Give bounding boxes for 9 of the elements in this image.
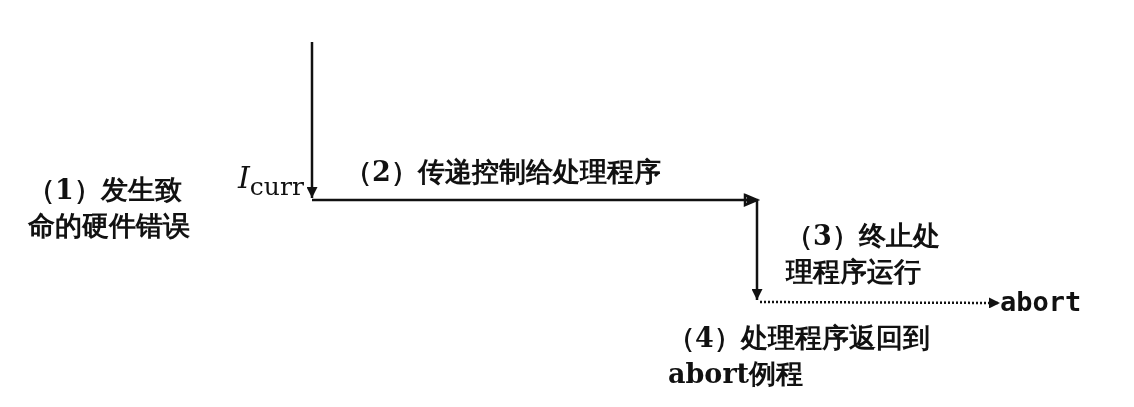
arrow: [306, 42, 318, 198]
function-label: abort: [1000, 284, 1105, 320]
variable-label: I$_{curr}$: [238, 160, 312, 200]
edge-label: （2）传递控制给处理程序: [345, 155, 662, 189]
dotted-arrow: [760, 297, 1000, 309]
step-note: （3）终止处理程序运行: [786, 219, 941, 289]
edge-label: （4）处理程序返回到abort例程: [668, 321, 931, 391]
step-note: （1）发生致命的硬件错误: [28, 173, 191, 243]
arrow: [310, 193, 763, 302]
